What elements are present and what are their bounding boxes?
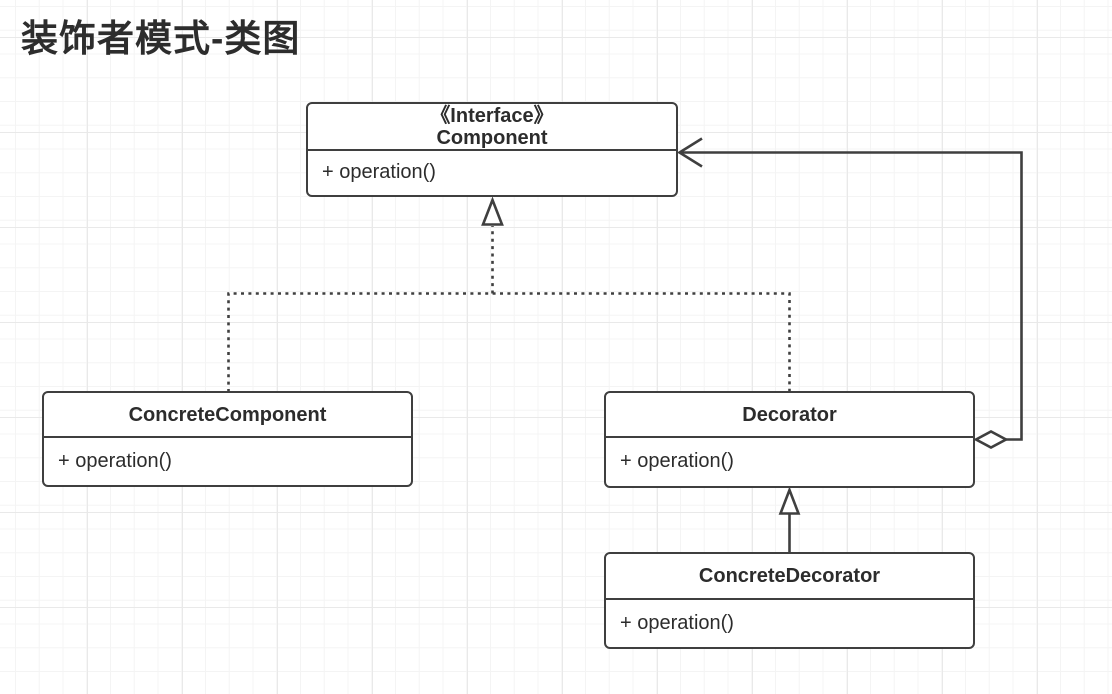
aggregation-connector-group[interactable]: [677, 137, 1023, 449]
generalization-arrowhead-icon: [778, 486, 801, 515]
class-header: Decorator: [606, 393, 973, 438]
class-name: ConcreteDecorator: [698, 565, 881, 587]
aggregation-line[interactable]: [681, 151, 1023, 441]
open-arrowhead-icon: [677, 137, 703, 168]
realization-branch-line[interactable]: [227, 292, 791, 393]
class-member: + operation(): [322, 161, 436, 183]
generalization-connector-group[interactable]: [778, 486, 801, 552]
class-box-concrete-component[interactable]: ConcreteComponent + operation(): [42, 391, 413, 487]
class-members: + operation(): [44, 438, 411, 484]
diagram-title: 装饰者模式-类图: [21, 18, 301, 59]
aggregation-diamond-icon: [973, 430, 1009, 449]
class-name: Component: [436, 126, 548, 149]
realization-arrowhead-icon: [481, 196, 504, 226]
class-box-concrete-decorator[interactable]: ConcreteDecorator + operation(): [604, 552, 975, 649]
class-name: Decorator: [742, 403, 837, 426]
class-members: + operation(): [606, 438, 973, 485]
class-header: ConcreteComponent: [44, 393, 411, 438]
class-member: + operation(): [620, 450, 734, 472]
class-stereotype: 《Interface》: [430, 104, 554, 127]
class-header: ConcreteDecorator: [606, 554, 973, 600]
class-member: + operation(): [58, 449, 172, 472]
class-header: 《Interface》 Component: [308, 104, 676, 151]
realization-connector-group[interactable]: [227, 196, 791, 393]
class-box-decorator[interactable]: Decorator + operation(): [604, 391, 975, 488]
class-name: ConcreteComponent: [128, 403, 327, 426]
class-members: + operation(): [308, 151, 676, 194]
class-members: + operation(): [606, 600, 973, 646]
class-member: + operation(): [620, 611, 734, 634]
class-box-component[interactable]: 《Interface》 Component + operation(): [306, 102, 678, 197]
